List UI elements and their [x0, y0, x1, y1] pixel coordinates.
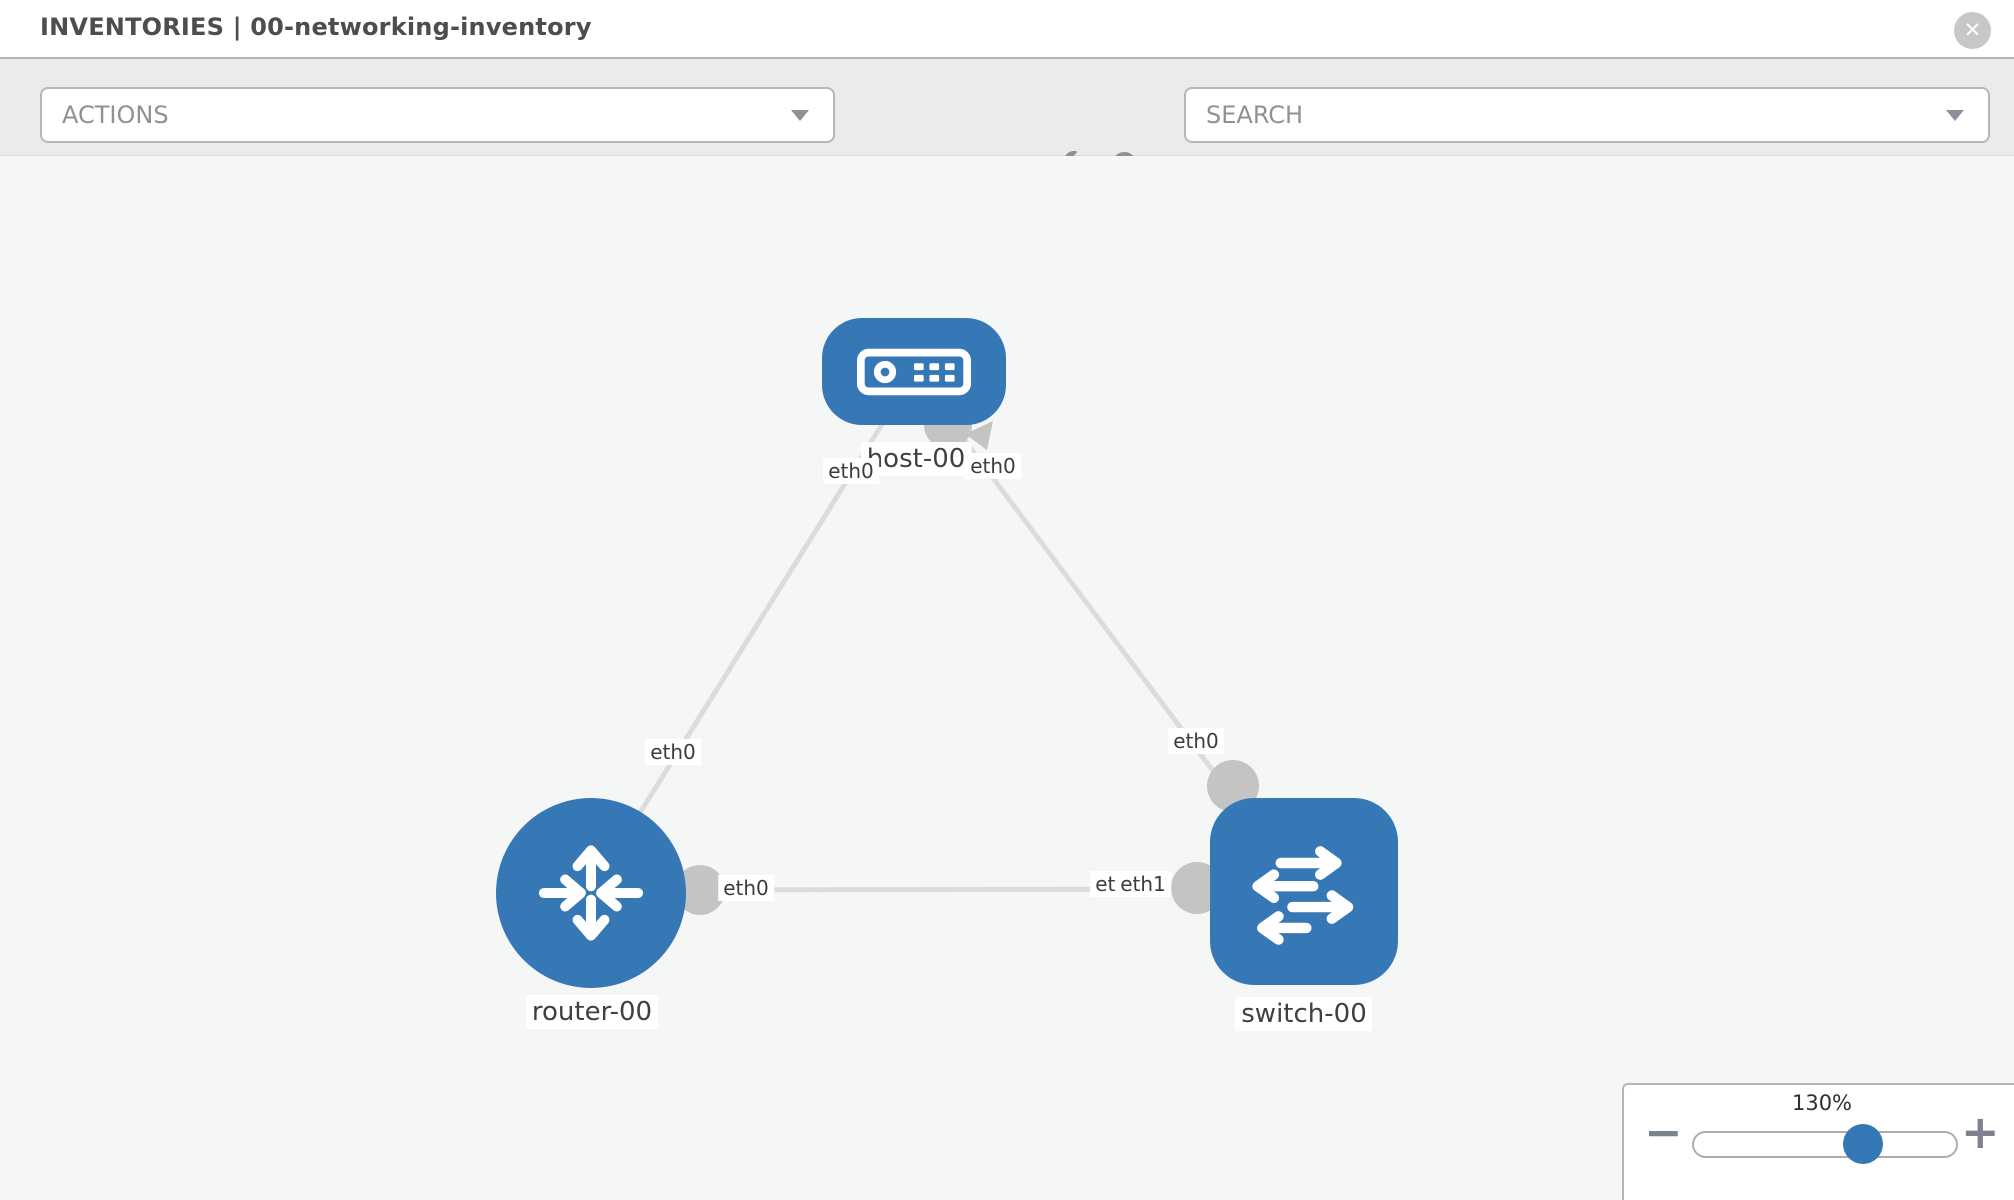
- node-label-host-00: host-00: [860, 442, 972, 476]
- minus-icon: −: [1644, 1105, 1683, 1159]
- search-dropdown[interactable]: SEARCH: [1184, 87, 1990, 143]
- interface-label: eth0: [645, 739, 701, 765]
- page-title: INVENTORIES | 00-networking-inventory: [40, 13, 592, 41]
- router-icon: [538, 845, 644, 941]
- node-label-router-00: router-00: [525, 995, 659, 1029]
- actions-dropdown-label: ACTIONS: [62, 101, 169, 129]
- link-arrowhead: [965, 421, 993, 450]
- node-label-switch-00: switch-00: [1235, 997, 1373, 1031]
- interface-label: eth0: [718, 875, 774, 901]
- links-layer: [587, 371, 1306, 915]
- link-endpoint: [675, 865, 725, 915]
- node-router-00[interactable]: [496, 798, 686, 988]
- interface-label: eth0: [823, 458, 879, 484]
- zoom-slider-track[interactable]: [1692, 1131, 1958, 1158]
- close-icon: ✕: [1963, 18, 1982, 42]
- chevron-down-icon: [791, 110, 809, 121]
- zoom-in-button[interactable]: +: [1961, 1109, 2000, 1155]
- zoom-level-label: 130%: [1791, 1091, 1853, 1115]
- search-placeholder: SEARCH: [1206, 101, 1304, 129]
- header: INVENTORIES | 00-networking-inventory ✕: [0, 0, 2014, 57]
- zoom-out-button[interactable]: −: [1644, 1109, 1683, 1155]
- host-icon: [856, 348, 972, 395]
- chevron-down-icon: [1946, 110, 1964, 121]
- interface-label: eth0: [1168, 728, 1224, 754]
- interface-label: eth1: [1115, 871, 1171, 897]
- topology-canvas[interactable]: host-00 router-00 switch-00 eth0 eth0 et…: [0, 156, 2014, 1200]
- switch-icon: [1252, 845, 1354, 945]
- actions-dropdown[interactable]: ACTIONS: [40, 87, 835, 143]
- zoom-panel: 130% − +: [1622, 1083, 2014, 1200]
- node-host-00[interactable]: [822, 318, 1006, 425]
- zoom-slider-thumb[interactable]: [1843, 1124, 1883, 1164]
- toolbar: ACTIONS SEARCH: [0, 57, 2014, 188]
- plus-icon: +: [1961, 1105, 2000, 1159]
- interface-label: eth0: [965, 453, 1021, 479]
- node-switch-00[interactable]: [1210, 798, 1398, 985]
- close-button[interactable]: ✕: [1954, 12, 1991, 49]
